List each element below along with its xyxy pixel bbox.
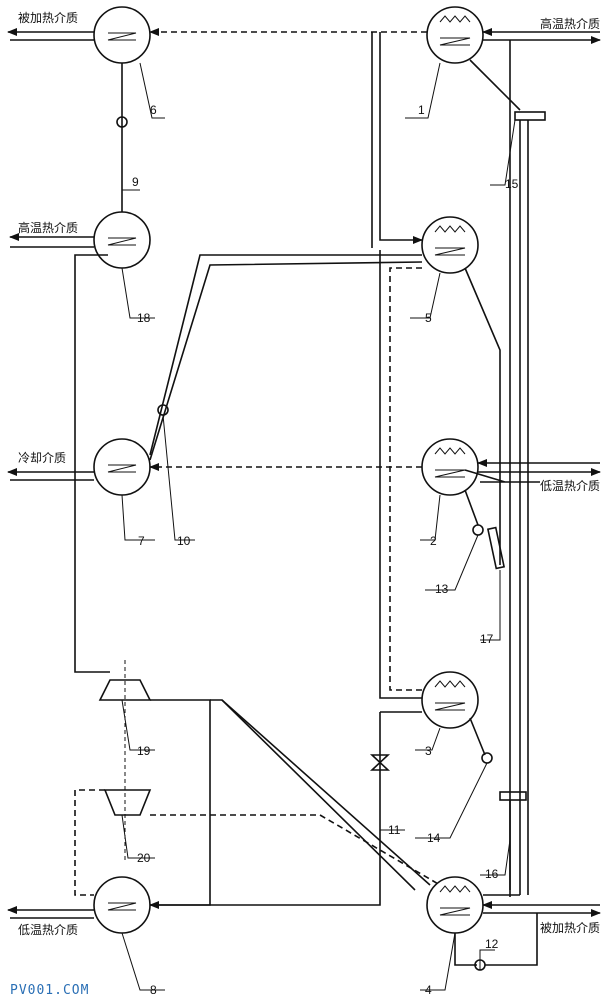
num-11: 11	[388, 823, 401, 837]
hx-17	[486, 526, 506, 570]
label-low-temp-medium-left: 低温热介质	[18, 923, 78, 937]
compressor-19	[98, 679, 152, 701]
num-1: 1	[418, 103, 425, 117]
num-9: 9	[132, 175, 139, 189]
num-10: 10	[177, 534, 191, 548]
num-13: 13	[435, 582, 449, 596]
num-2: 2	[430, 534, 437, 548]
pump-10	[157, 404, 169, 416]
label-heated-medium-top: 被加热介质	[18, 11, 78, 25]
pump-9	[116, 116, 128, 128]
generator-1	[426, 6, 484, 64]
label-high-temp-medium-right: 高温热介质	[540, 16, 600, 31]
label-low-temp-medium-right: 低温热介质	[540, 479, 600, 493]
num-8: 8	[150, 983, 157, 997]
hx-16	[499, 791, 527, 801]
num-4: 4	[425, 983, 432, 997]
num-12: 12	[485, 937, 499, 951]
label-high-temp-medium-left: 高温热介质	[18, 220, 78, 235]
heat-exchanger-8	[93, 876, 151, 934]
condenser-7	[93, 438, 151, 496]
hx-15	[514, 111, 546, 121]
label-cooling-medium: 冷却介质	[18, 451, 66, 465]
num-17: 17	[480, 632, 494, 646]
process-lines	[74, 28, 546, 971]
heat-exchanger-6	[93, 6, 151, 64]
num-3: 3	[425, 744, 432, 758]
num-16: 16	[485, 867, 499, 881]
absorber-4	[426, 876, 484, 934]
pump-13	[472, 524, 484, 536]
pump-14	[481, 752, 493, 764]
heat-exchanger-18	[93, 211, 151, 269]
watermark: PV001.COM	[10, 983, 89, 998]
num-20: 20	[137, 851, 151, 865]
expander-20	[103, 789, 152, 816]
leader-lines	[121, 62, 516, 991]
num-14: 14	[427, 831, 441, 845]
num-6: 6	[150, 103, 157, 117]
num-15: 15	[505, 177, 519, 191]
generator-5	[421, 216, 479, 274]
medium-arrows	[7, 28, 601, 919]
evaporator-2	[421, 438, 479, 496]
label-heated-medium-bottom: 被加热介质	[540, 921, 600, 935]
num-7: 7	[138, 534, 145, 548]
num-19: 19	[137, 744, 151, 758]
num-18: 18	[137, 311, 151, 325]
valve-11	[369, 754, 391, 771]
num-5: 5	[425, 311, 432, 325]
absorber-3	[421, 671, 479, 729]
